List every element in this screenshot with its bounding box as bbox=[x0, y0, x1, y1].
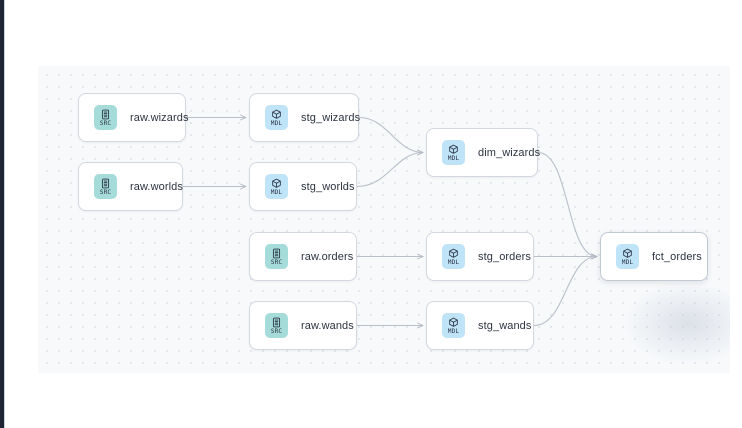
graph-node-dim-wizards[interactable]: MDL dim_wizards bbox=[426, 128, 541, 177]
node-type-badge-src: SRC bbox=[265, 244, 288, 269]
database-icon bbox=[272, 317, 281, 327]
node-type-badge-label: MDL bbox=[270, 188, 283, 196]
edge-stg-wizards-dim-wizards bbox=[358, 116, 423, 153]
node-label: stg_worlds bbox=[301, 180, 355, 193]
node-type-badge-label: SRC bbox=[99, 119, 112, 127]
edge-dim-wizards-fct-orders bbox=[537, 151, 597, 257]
database-icon bbox=[101, 109, 110, 119]
app-rail-divider bbox=[4, 0, 5, 428]
node-type-badge-label: MDL bbox=[447, 154, 460, 162]
edge-stg-wands-fct-orders bbox=[533, 257, 597, 327]
cube-icon bbox=[623, 248, 632, 258]
graph-node-raw-orders[interactable]: SRC raw.orders bbox=[249, 232, 357, 281]
node-type-badge-src: SRC bbox=[265, 313, 288, 338]
node-type-badge-label: SRC bbox=[270, 258, 283, 266]
node-type-badge-src: SRC bbox=[94, 105, 117, 130]
graph-node-raw-wands[interactable]: SRC raw.wands bbox=[249, 301, 357, 350]
database-icon bbox=[272, 248, 281, 258]
node-label: raw.wizards bbox=[130, 111, 189, 124]
node-type-badge-mdl: MDL bbox=[442, 313, 465, 338]
cube-icon bbox=[272, 109, 281, 119]
cube-icon bbox=[449, 317, 458, 327]
graph-node-raw-worlds[interactable]: SRC raw.worlds bbox=[78, 162, 183, 211]
graph-node-raw-wizards[interactable]: SRC raw.wizards bbox=[78, 93, 189, 142]
node-label: raw.orders bbox=[301, 250, 354, 263]
node-type-badge-label: MDL bbox=[270, 119, 283, 127]
graph-node-fct-orders[interactable]: MDL fct_orders bbox=[600, 232, 708, 281]
node-label: raw.wands bbox=[301, 319, 354, 332]
node-type-badge-mdl: MDL bbox=[442, 244, 465, 269]
node-type-badge-label: SRC bbox=[99, 188, 112, 196]
node-type-badge-mdl: MDL bbox=[442, 140, 465, 165]
lineage-graph-canvas[interactable]: SRC raw.wizards SRC raw.worlds bbox=[38, 66, 730, 373]
cube-icon bbox=[449, 144, 458, 154]
app-rail bbox=[0, 0, 5, 428]
node-label: stg_wizards bbox=[301, 111, 361, 124]
cube-icon bbox=[272, 178, 281, 188]
cube-icon bbox=[449, 248, 458, 258]
node-type-badge-mdl: MDL bbox=[265, 105, 288, 130]
edge-stg-worlds-dim-wizards bbox=[356, 153, 423, 188]
node-type-badge-src: SRC bbox=[94, 174, 117, 199]
node-type-badge-mdl: MDL bbox=[265, 174, 288, 199]
edge-layer bbox=[183, 66, 730, 373]
node-label: dim_wizards bbox=[478, 146, 541, 159]
graph-node-stg-wizards[interactable]: MDL stg_wizards bbox=[249, 93, 361, 142]
graph-node-stg-wands[interactable]: MDL stg_wands bbox=[426, 301, 534, 350]
node-type-badge-label: MDL bbox=[621, 258, 634, 266]
graph-node-stg-orders[interactable]: MDL stg_orders bbox=[426, 232, 534, 281]
node-type-badge-mdl: MDL bbox=[616, 244, 639, 269]
node-label: raw.worlds bbox=[130, 180, 183, 193]
node-label: stg_orders bbox=[478, 250, 531, 263]
graph-node-stg-worlds[interactable]: MDL stg_worlds bbox=[249, 162, 357, 211]
node-label: stg_wands bbox=[478, 319, 532, 332]
node-type-badge-label: SRC bbox=[270, 327, 283, 335]
node-type-badge-label: MDL bbox=[447, 258, 460, 266]
node-label: fct_orders bbox=[652, 250, 702, 263]
node-type-badge-label: MDL bbox=[447, 327, 460, 335]
database-icon bbox=[101, 178, 110, 188]
